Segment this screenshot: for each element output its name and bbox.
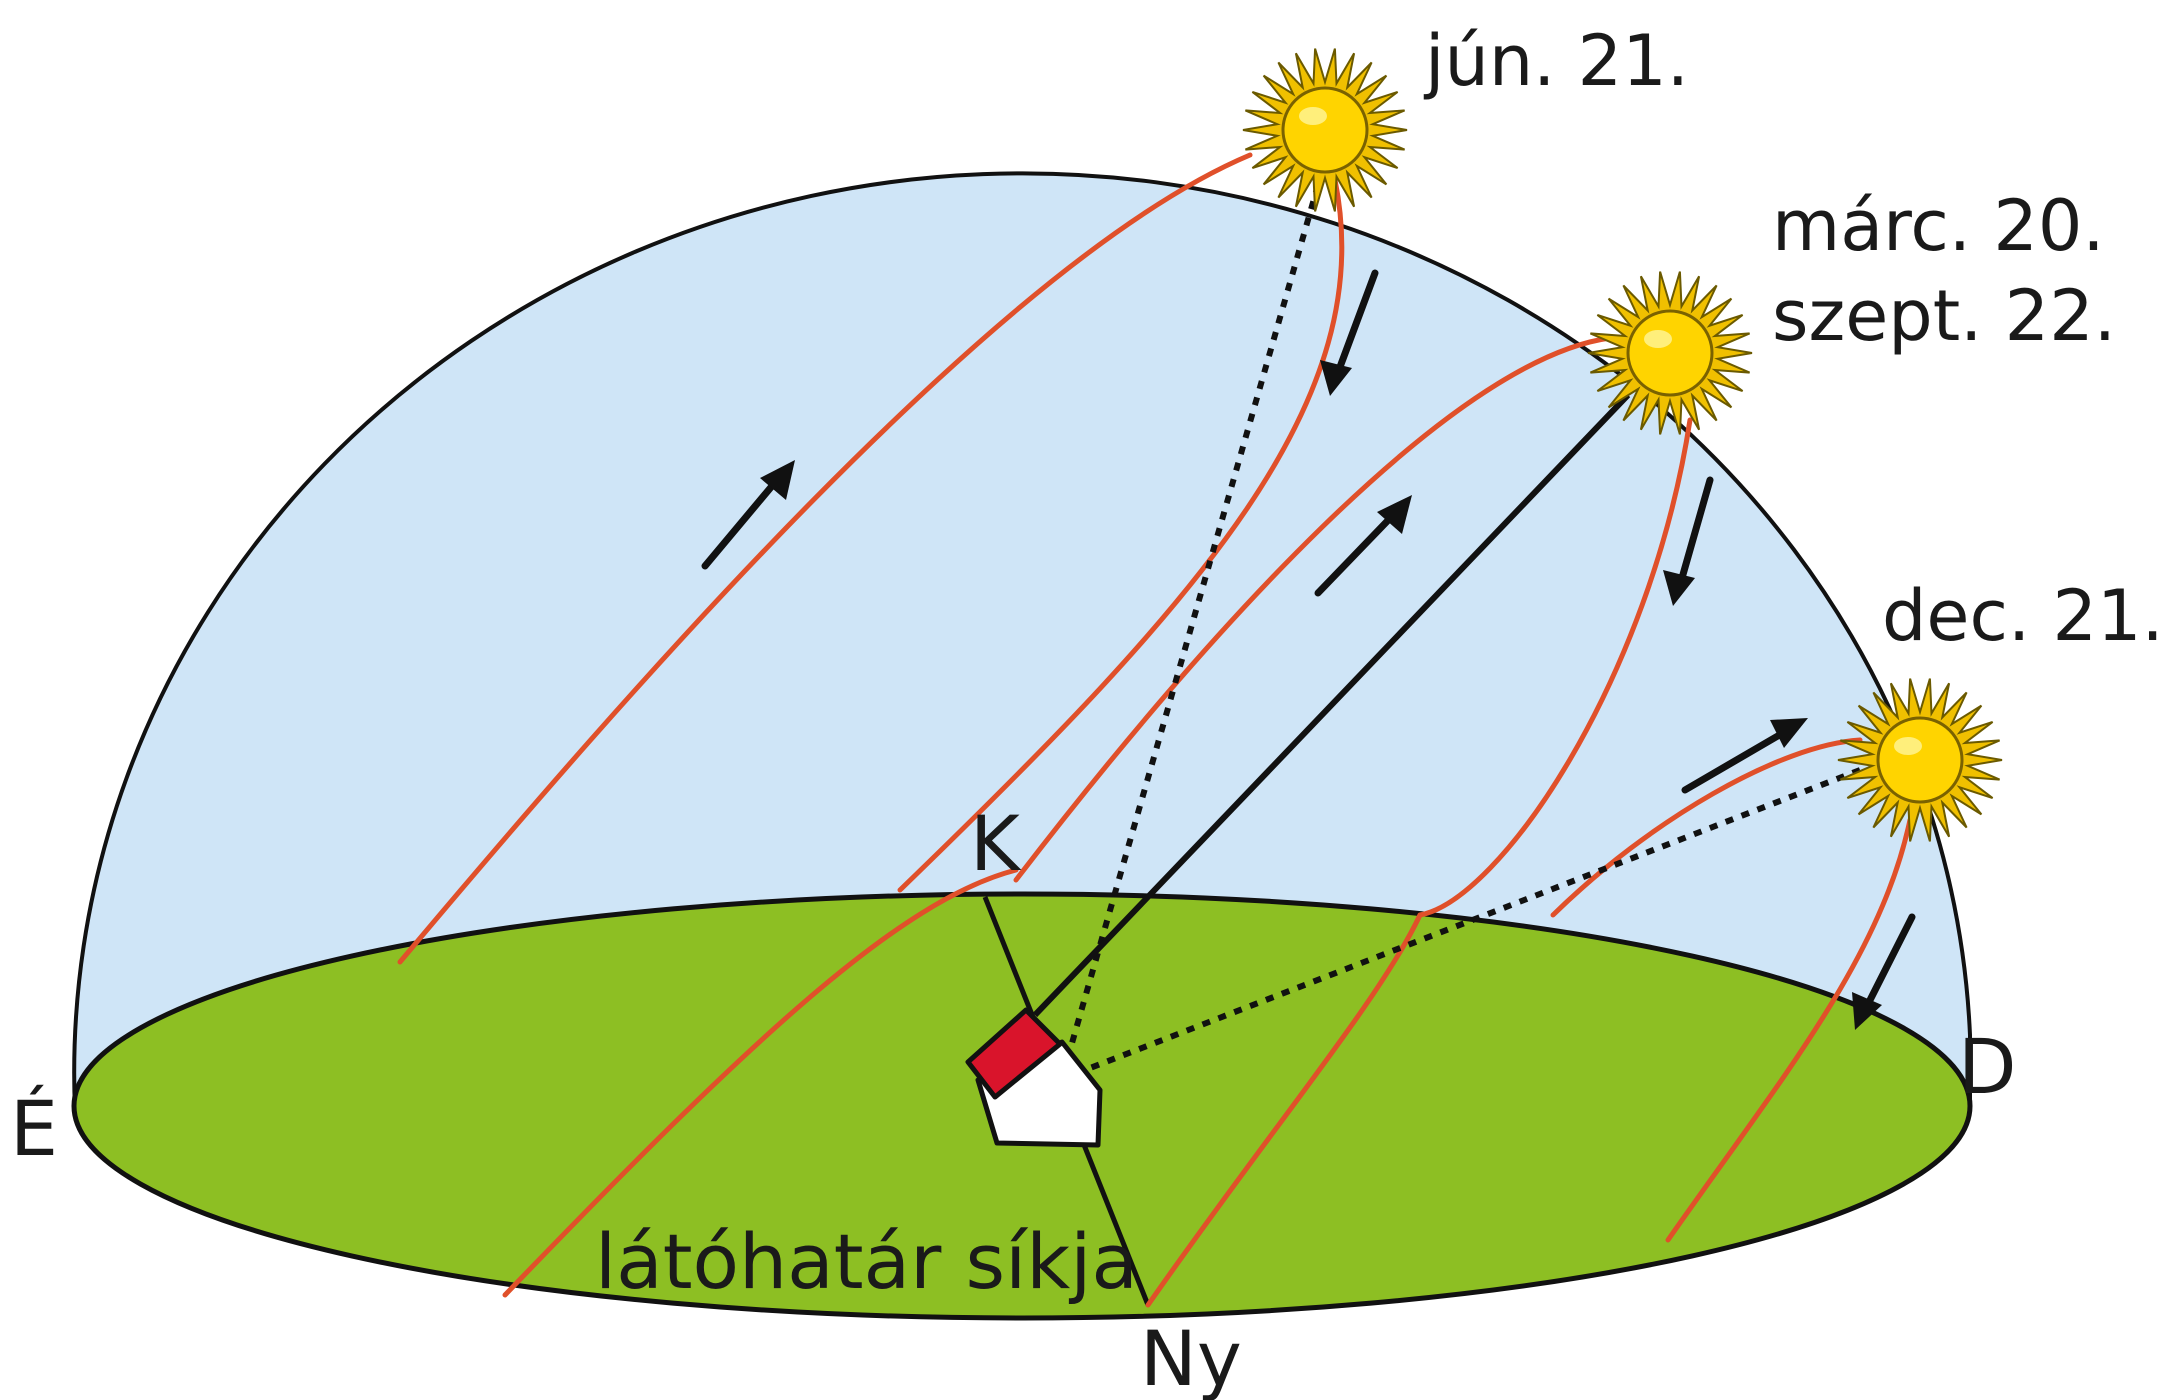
direction-arrow-icon [1852, 913, 1916, 1030]
sun-paths [397, 152, 1913, 1308]
sun-highlight [1299, 107, 1327, 125]
sun-path-december-rising [1550, 737, 1863, 918]
sun-disk [1626, 309, 1714, 397]
label-east: K [970, 799, 1022, 888]
sun-highlight [1894, 737, 1922, 755]
direction-arrow-icon [1314, 495, 1412, 597]
label-west: Ny [1140, 1314, 1242, 1400]
label-south: D [1958, 1022, 2017, 1111]
sun-path-june-rising [397, 152, 1253, 965]
direction-arrow-icon [701, 460, 795, 570]
label-june-21: jún. 21. [1423, 20, 1689, 102]
direction-arrow-icon [1320, 269, 1379, 396]
sun-disk [1281, 86, 1369, 174]
sun-path-equinox-rising [1013, 335, 1613, 883]
house-icon [965, 1007, 1103, 1148]
direction-arrows [701, 269, 1916, 1030]
sun-icon [1837, 678, 2003, 842]
sun-highlight [1644, 330, 1672, 348]
direction-arrow-icon [1663, 476, 1714, 606]
ray-june [1067, 184, 1321, 1051]
label-december-21: dec. 21. [1882, 575, 2159, 657]
sun-path-june-setting [897, 177, 1345, 893]
sun-path-equinox-lower [502, 867, 1019, 1298]
ray-december [1083, 767, 1862, 1073]
sun-icon [1587, 271, 1753, 435]
label-north: É [10, 1084, 58, 1173]
direction-arrow-icon [1681, 718, 1808, 794]
sun-path-equinox-setting [1417, 417, 1693, 918]
sun-icon [1242, 48, 1408, 212]
ray-equinox [1032, 392, 1631, 1018]
sun-path-equinox-lower-west [1145, 912, 1423, 1308]
label-march-20: márc. 20. [1772, 185, 2105, 267]
label-september-22: szept. 22. [1772, 275, 2116, 357]
label-horizon-plane: látóhatár síkja [595, 1217, 1138, 1306]
sky-dome [72, 171, 1972, 1112]
sun-disk [1876, 716, 1964, 804]
sun-path-december-setting [1665, 817, 1913, 1243]
